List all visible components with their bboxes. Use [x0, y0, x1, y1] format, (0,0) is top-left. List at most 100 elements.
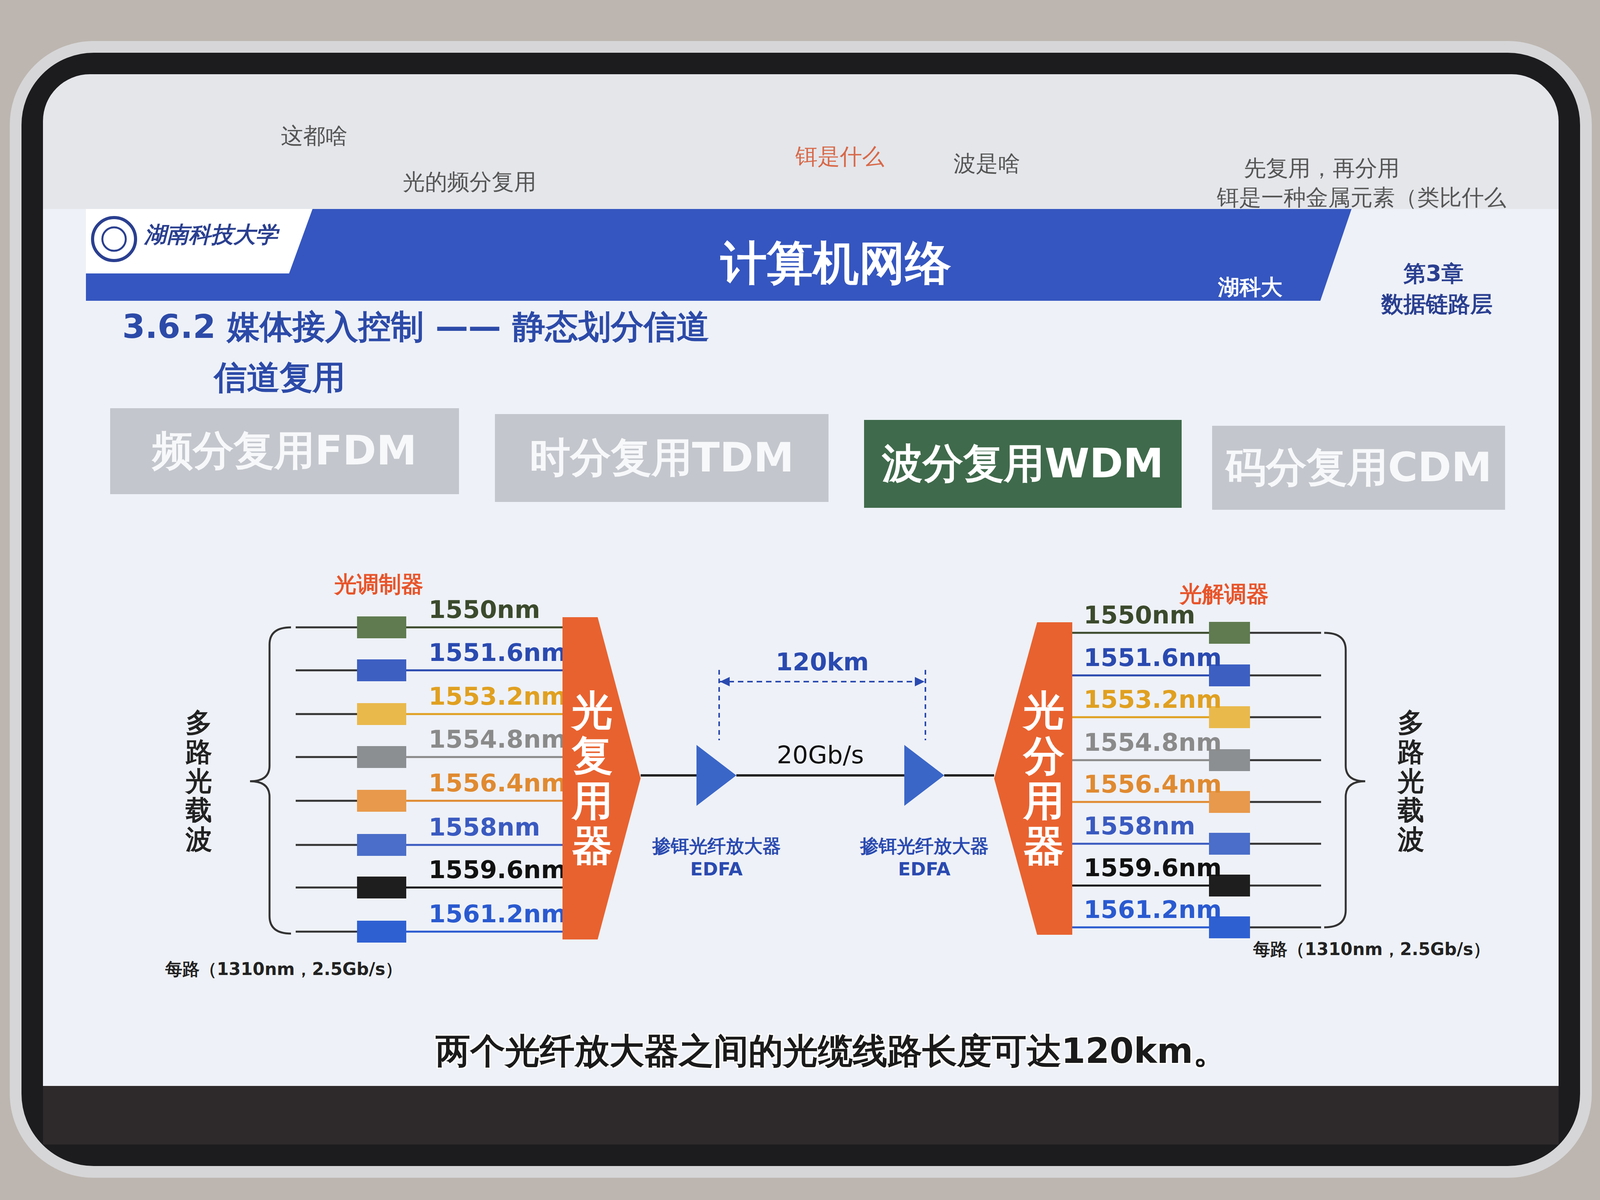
multiplexer: 光复用器 [562, 617, 641, 940]
fiber-line [1250, 926, 1322, 929]
dimension-arrowhead [719, 676, 730, 687]
demodulator-block [1208, 832, 1250, 855]
text-holder: 1554.8nm [428, 724, 567, 755]
dimension-arrowhead [914, 676, 925, 687]
subtitle: 两个光纤放大器之间的光缆线路长度可达120km。 [435, 1030, 1229, 1072]
text-holder: 波是啥 [953, 150, 1021, 177]
text-holder: 1559.6nm [1083, 853, 1222, 883]
brace [1324, 632, 1366, 928]
modulator-block [357, 703, 407, 725]
amplifier: 掺铒光纤放大器 EDFA [638, 744, 795, 881]
fiber-line [406, 626, 563, 629]
text-holder: 1554.8nm [1083, 727, 1222, 758]
amplifier-fill [696, 744, 737, 806]
bullet-comment: 这都啥 [280, 122, 348, 149]
fiber-line [406, 886, 563, 889]
modulator-block [357, 616, 407, 639]
fiber-line [295, 886, 358, 889]
text-holder: 1561.2nm [1083, 894, 1222, 925]
fiber-line [1072, 884, 1209, 887]
fiber-line [1250, 632, 1322, 634]
bullet-comment: 先复用，再分用 [1243, 154, 1400, 182]
wavelength-label: 1554.8nm [428, 724, 567, 755]
group-label: 多路光载波 [1397, 708, 1425, 855]
channel-note: 每路（1310nm，2.5Gb/s） [165, 958, 403, 980]
text-holder: 湖南科技大学 [144, 221, 278, 248]
text-holder: 第3章 [1403, 260, 1464, 287]
device-label: 光复用器 [571, 688, 613, 869]
fiber-line [1072, 842, 1209, 845]
text-holder: 这都啥 [280, 122, 348, 149]
dimension-tick [718, 669, 720, 741]
text-holder: 铒是什么 [795, 142, 885, 170]
fiber-line [406, 844, 563, 847]
fiber-line [406, 756, 563, 759]
amplifier-label: 掺铒光纤放大器 EDFA [853, 834, 995, 881]
text-holder: 光调制器 [334, 570, 424, 598]
fiber-line [295, 930, 358, 933]
text-holder: 每路（1310nm，2.5Gb/s） [165, 958, 403, 980]
fiber-link [640, 774, 697, 777]
part-name: 光调制器 [334, 570, 424, 598]
text-holder: 光的频分复用 [402, 168, 537, 195]
amplifier-triangle [904, 744, 945, 806]
section-heading: 3.6.2 媒体接入控制 —— 静态划分信道 [122, 307, 710, 347]
modulator-block [357, 833, 407, 856]
amplifier: 掺铒光纤放大器 EDFA [846, 744, 1003, 881]
wavelength-label: 1561.2nm [1083, 894, 1222, 925]
text-holder: 多路光载波 [1397, 708, 1425, 855]
tab-label: 时分复用TDM [529, 430, 795, 486]
fiber-link [944, 774, 995, 777]
text-holder: 1550nm [1083, 600, 1196, 631]
amplifier-triangle [696, 744, 737, 806]
wavelength-label: 1553.2nm [428, 681, 567, 712]
header-note: 湖科大 [1217, 274, 1283, 300]
channel-note: 每路（1310nm，2.5Gb/s） [1253, 939, 1491, 960]
logo-emblem [102, 227, 126, 251]
fiber-line [1250, 801, 1322, 804]
tab-label: 波分复用WDM [882, 436, 1164, 492]
text-holder: 1556.4nm [1083, 769, 1222, 800]
logo-panel [85, 208, 313, 274]
fiber-line [295, 844, 358, 847]
screen-dark-bottom [42, 1085, 1559, 1145]
text-holder: 20Gb/s [776, 740, 864, 770]
text-holder: 两个光纤放大器之间的光缆线路长度可达120km。 [435, 1030, 1229, 1072]
demultiplexer: 光分用器 [994, 622, 1073, 935]
tab-box: 频分复用FDM [110, 408, 459, 495]
wavelength-label: 1553.2nm [1083, 684, 1222, 715]
text-holder: 计算机网络 [720, 235, 952, 292]
device-label: 光分用器 [1023, 688, 1065, 869]
text-holder: 数据链路层 [1381, 290, 1493, 318]
wavelength-label: 1558nm [1083, 811, 1196, 842]
slide-title: 计算机网络 [720, 235, 952, 292]
text-holder: 1559.6nm [428, 855, 567, 885]
fiber-line [1072, 801, 1209, 804]
wavelength-label: 1558nm [428, 812, 541, 843]
fiber-line [1250, 842, 1322, 845]
wavelength-label: 1556.4nm [1083, 769, 1222, 800]
fiber-line [1250, 716, 1322, 719]
text-holder: 1551.6nm [428, 637, 567, 668]
fiber-line [1250, 884, 1322, 887]
text-holder: 1561.2nm [428, 899, 567, 929]
fiber-line [406, 930, 563, 933]
text-holder: 3.6.2 媒体接入控制 —— 静态划分信道 [122, 307, 710, 347]
fiber-line [295, 626, 358, 629]
dimension-line [719, 680, 926, 683]
fiber-line [295, 669, 358, 672]
slide-ground [42, 208, 1559, 1086]
modulator-block [357, 920, 407, 943]
text-holder: 铒是一种金属元素（类比什么 [1216, 183, 1507, 211]
fiber-line [295, 756, 358, 759]
wavelength-label: 1559.6nm [428, 855, 567, 885]
tab-box: 波分复用WDM [864, 419, 1182, 508]
fiber-line [1250, 674, 1322, 677]
fiber-link [736, 774, 905, 777]
wavelength-label: 1561.2nm [428, 899, 567, 929]
link-rate: 20Gb/s [776, 740, 864, 770]
bullet-comment: 波是啥 [953, 150, 1021, 177]
wavelength-label: 1551.6nm [428, 637, 567, 668]
text-holder: 1550nm [428, 594, 541, 625]
